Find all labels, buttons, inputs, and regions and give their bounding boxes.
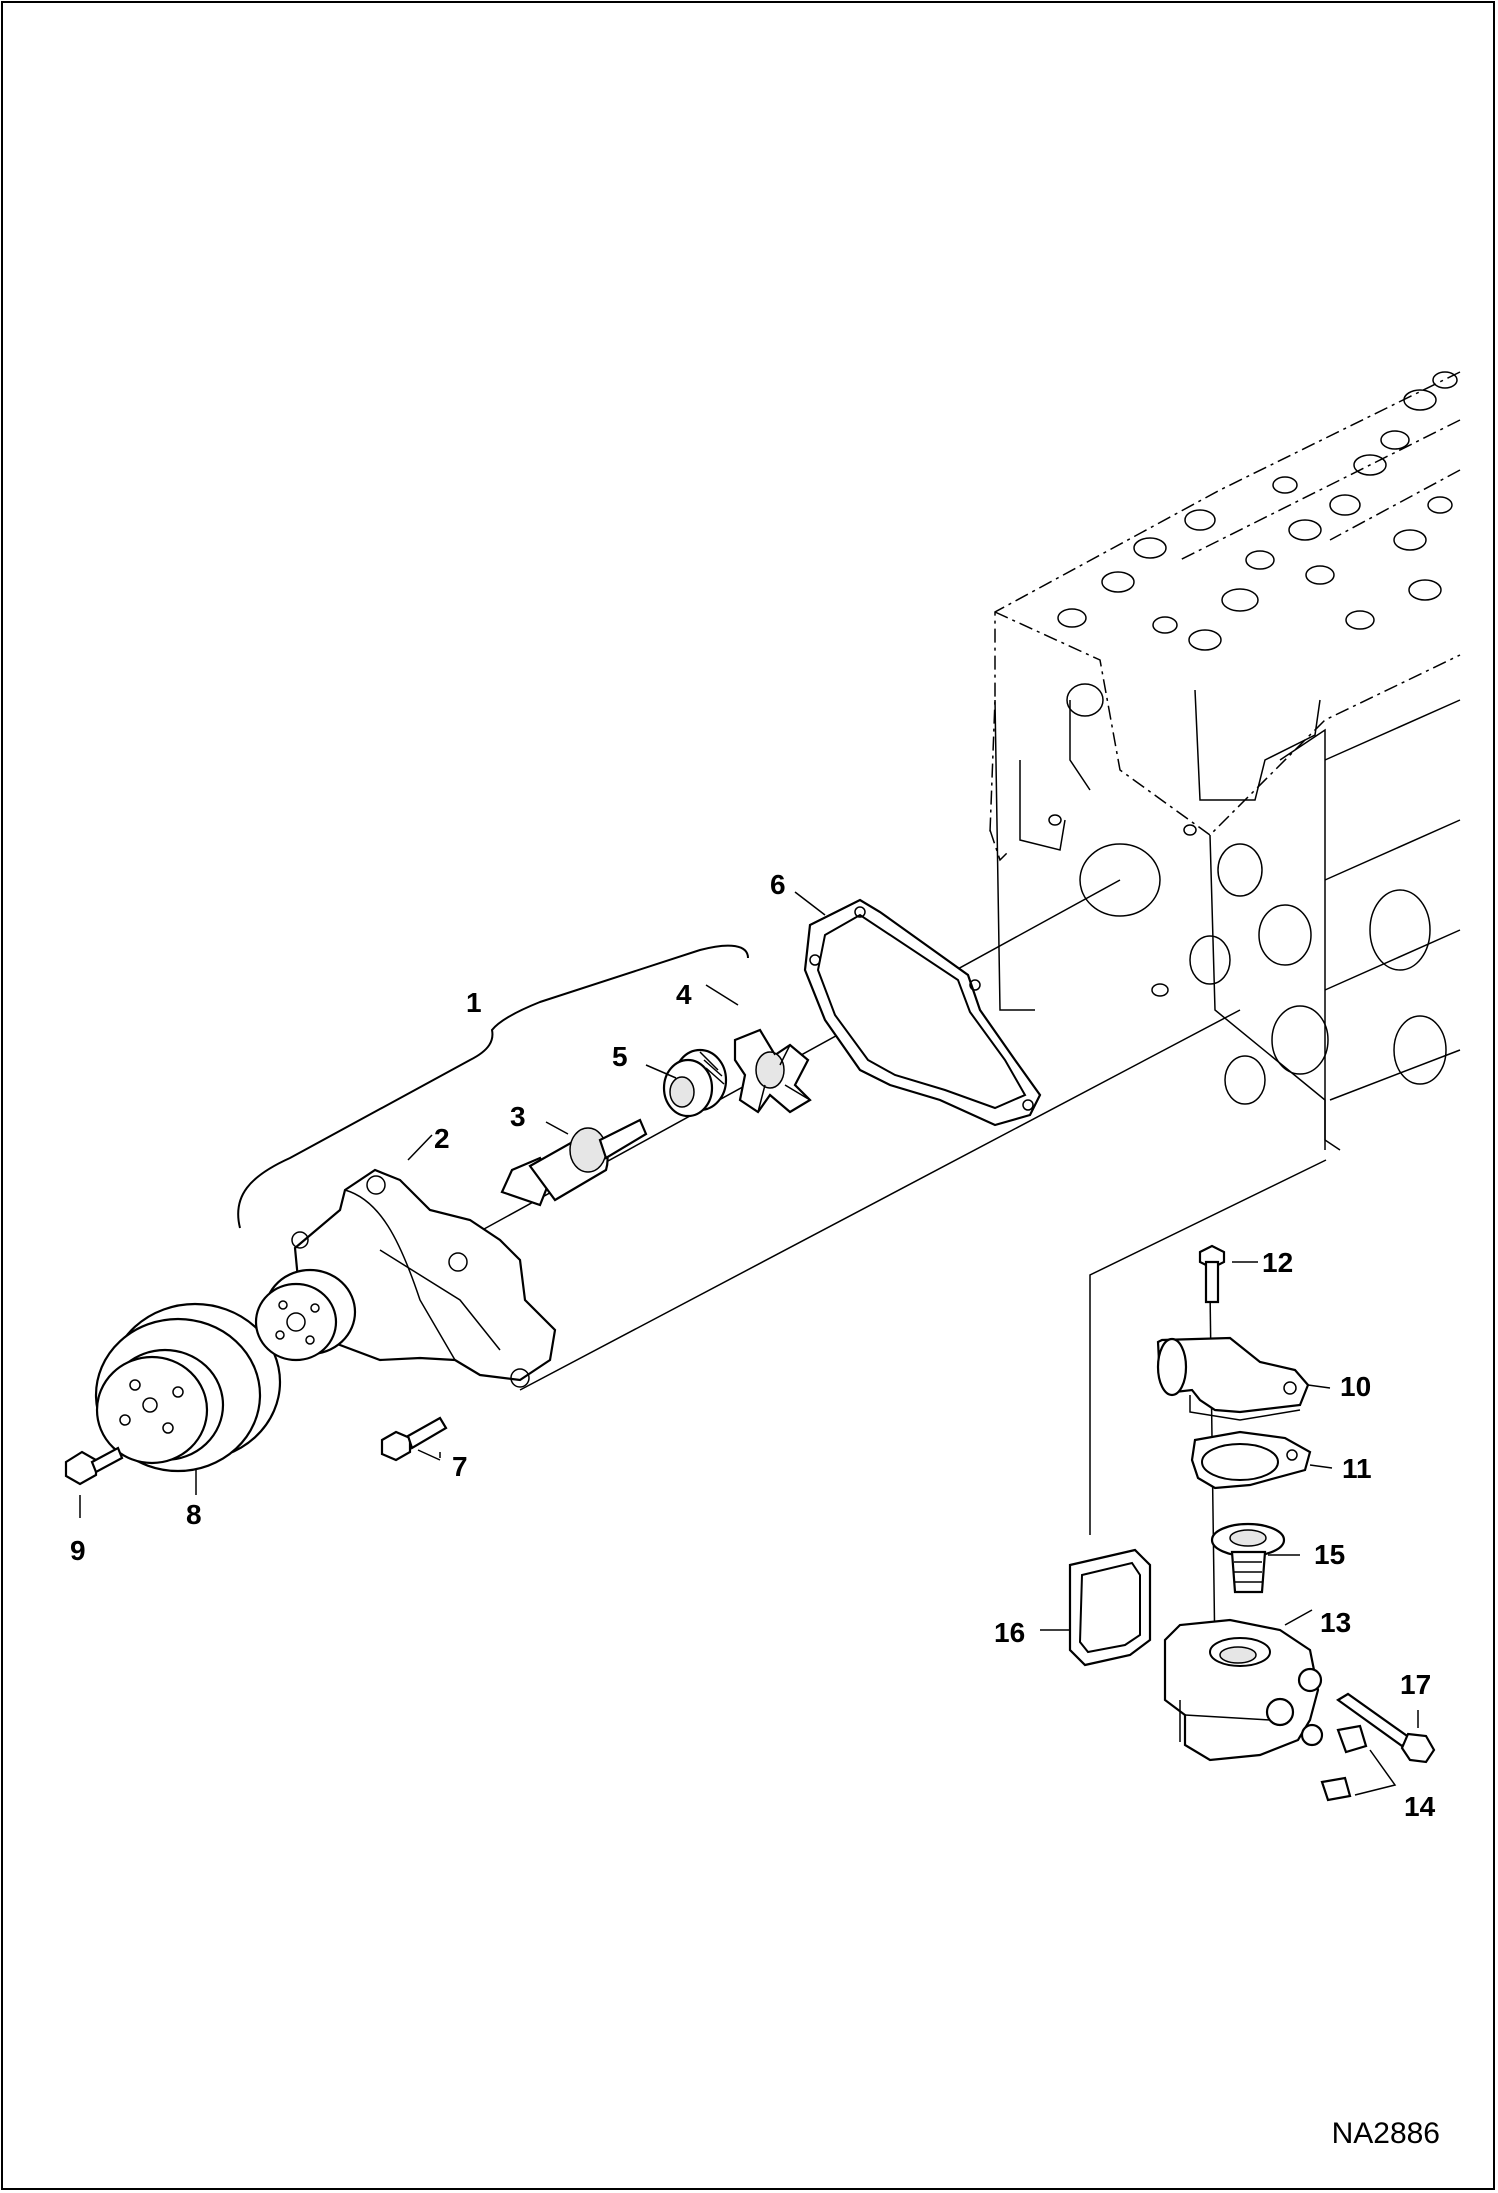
- callout-14: 14: [1404, 1791, 1436, 1822]
- thermostat-housing-gasket: [1068, 1548, 1152, 1667]
- drawing-reference-code: NA2886: [1331, 2117, 1440, 2150]
- callout-16: 16: [994, 1617, 1025, 1648]
- assembly-bracket: [237, 944, 749, 1229]
- pulley: [94, 1302, 282, 1473]
- callout-labels: 1 2 3 4 5 6 7 8 9 10 11 12 13 14 15 16 1…: [70, 869, 1436, 1822]
- callout-2: 2: [434, 1123, 450, 1154]
- callout-17: 17: [1400, 1669, 1431, 1700]
- callout-3: 3: [510, 1101, 526, 1132]
- mechanical-seal: [662, 1048, 728, 1118]
- thermostat-cover-bolt: [1198, 1244, 1226, 1304]
- pump-axis-line-2: [519, 1009, 1241, 1391]
- thermostat-housing: [1163, 1618, 1324, 1762]
- callout-1: 1: [466, 987, 482, 1018]
- housing-plugs: [1320, 1724, 1368, 1802]
- callout-8: 8: [186, 1499, 202, 1530]
- callout-6: 6: [770, 869, 786, 900]
- engine-block: [989, 371, 1461, 1151]
- callout-7: 7: [452, 1451, 468, 1482]
- thermostat-gasket: [1190, 1430, 1312, 1490]
- callout-13: 13: [1320, 1607, 1351, 1638]
- impeller: [733, 1028, 812, 1114]
- housing-bolt: [1336, 1692, 1436, 1764]
- callout-5: 5: [612, 1041, 628, 1072]
- callout-12: 12: [1262, 1247, 1293, 1278]
- pump-bolt: [380, 1416, 448, 1462]
- thermostat-bracket-line: [1089, 1159, 1327, 1535]
- thermostat: [1210, 1522, 1286, 1594]
- callout-11: 11: [1342, 1453, 1372, 1484]
- callout-15: 15: [1314, 1539, 1345, 1570]
- pump-body: [254, 1168, 557, 1388]
- pump-gasket: [803, 898, 1042, 1127]
- thermostat-cover: [1156, 1336, 1310, 1421]
- pulley-bolt: [64, 1446, 124, 1486]
- shaft-bearing: [500, 1118, 648, 1207]
- callout-10: 10: [1340, 1371, 1371, 1402]
- callout-4: 4: [676, 979, 692, 1010]
- callout-9: 9: [70, 1535, 86, 1566]
- leader-lines: [79, 891, 1419, 1796]
